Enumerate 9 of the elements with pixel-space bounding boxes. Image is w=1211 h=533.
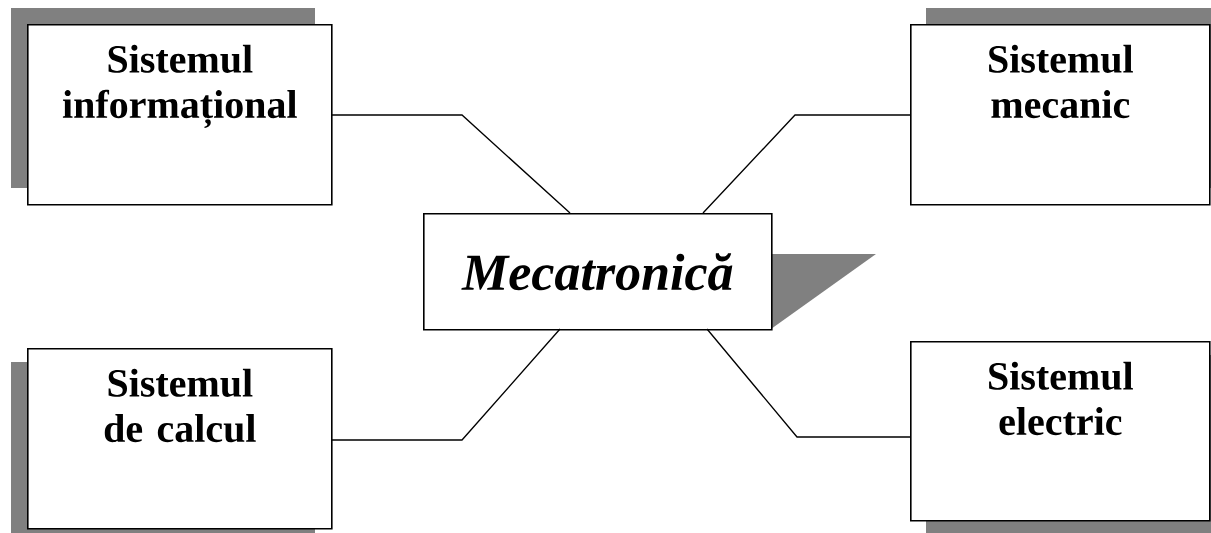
system-box: Sistemul informațional — [11, 8, 333, 206]
connector-line — [706, 328, 911, 438]
connector-line — [330, 114, 571, 214]
system-box: Sistemul electric — [910, 341, 1211, 533]
connector-line — [702, 114, 911, 214]
system-box: Sistemul de calcul — [11, 348, 333, 533]
central-box: Mecatronică — [423, 213, 876, 331]
system-box: Sistemul mecanic — [910, 8, 1211, 206]
connector-line — [330, 328, 561, 441]
